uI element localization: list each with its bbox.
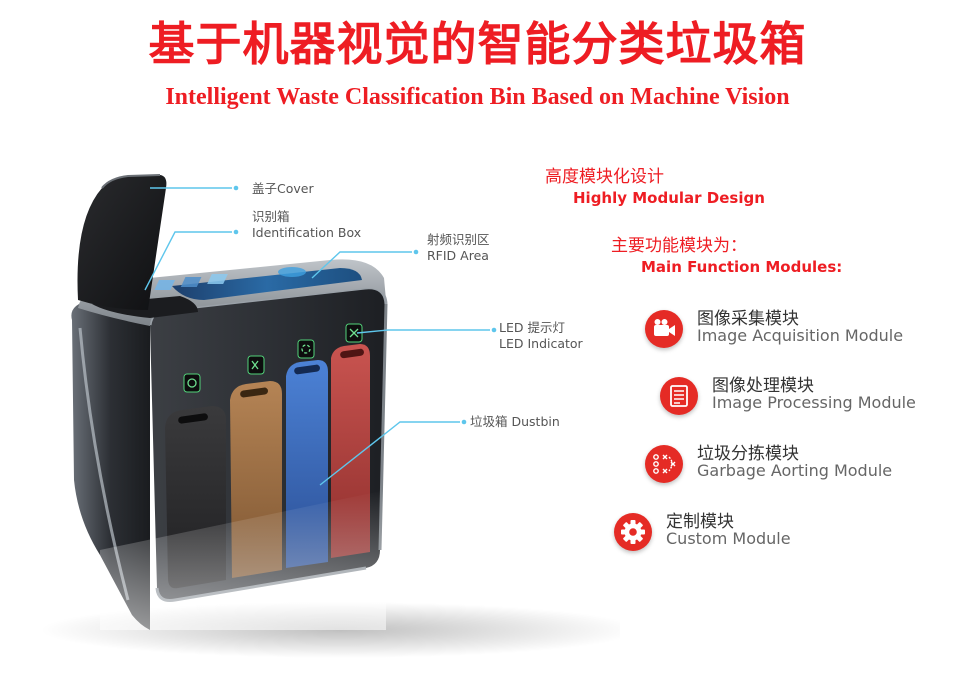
callout-dustbin-cn: 垃圾箱 xyxy=(470,414,508,429)
module-label-en: Image Processing Module xyxy=(712,393,916,412)
callout-rfid-cn: 射频识别区 xyxy=(427,232,490,247)
callout-line-led xyxy=(356,329,490,334)
smart-bin-illustration xyxy=(40,174,620,658)
module-label-cn: 图像处理模块 xyxy=(712,376,814,396)
callout-lines xyxy=(144,187,490,486)
callout-led-indicator: LED 提示灯 LED Indicator xyxy=(499,320,583,352)
camera-icon xyxy=(645,310,683,348)
callout-cover-cn: 盖子 xyxy=(252,181,278,196)
module-label-en: Image Acquisition Module xyxy=(697,326,904,345)
callout-rfid-area: 射频识别区 RFID Area xyxy=(427,232,490,264)
callout-cover-en: Cover xyxy=(277,181,314,196)
callout-line-dustbin xyxy=(319,421,460,486)
design-heading-cn: 高度模块化设计 xyxy=(545,167,664,187)
module-label-en: Custom Module xyxy=(666,529,791,548)
callout-identification-cn: 识别箱 xyxy=(252,209,290,224)
callout-identification-box: 识别箱 Identification Box xyxy=(252,209,361,241)
callout-rfid-en: RFID Area xyxy=(427,248,489,263)
module-label-cn: 定制模块 xyxy=(666,512,734,532)
module-label-cn: 图像采集模块 xyxy=(697,309,799,329)
callout-cover: 盖子Cover xyxy=(252,181,314,197)
callout-line-rfid xyxy=(311,251,412,279)
modules-heading-cn: 主要功能模块为： xyxy=(611,236,747,256)
callout-identification-en: Identification Box xyxy=(252,225,362,240)
main-title-chinese: 基于机器视觉的智能分类垃圾箱 xyxy=(148,17,807,71)
led-indicator-1 xyxy=(183,373,201,393)
sorting-icon xyxy=(645,445,683,483)
module-label-en: Garbage Aorting Module xyxy=(697,461,893,480)
design-heading-en: Highly Modular Design xyxy=(573,189,765,207)
bin-cover-lid xyxy=(77,175,167,310)
module-label-cn: 垃圾分拣模块 xyxy=(697,444,799,464)
callout-dustbin: 垃圾箱 Dustbin xyxy=(470,414,560,430)
gear-icon xyxy=(614,513,652,551)
led-indicator-2 xyxy=(247,355,265,375)
callout-line-identification xyxy=(144,231,232,291)
callout-led-en: LED Indicator xyxy=(499,336,583,351)
document-icon xyxy=(660,377,698,415)
led-indicator-3 xyxy=(297,339,315,359)
callout-dustbin-en: Dustbin xyxy=(511,414,560,429)
callout-led-cn: LED 提示灯 xyxy=(499,320,565,335)
led-indicators xyxy=(183,323,363,393)
main-title-english: Intelligent Waste Classification Bin Bas… xyxy=(165,84,790,110)
modules-heading-en: Main Function Modules: xyxy=(641,258,843,276)
